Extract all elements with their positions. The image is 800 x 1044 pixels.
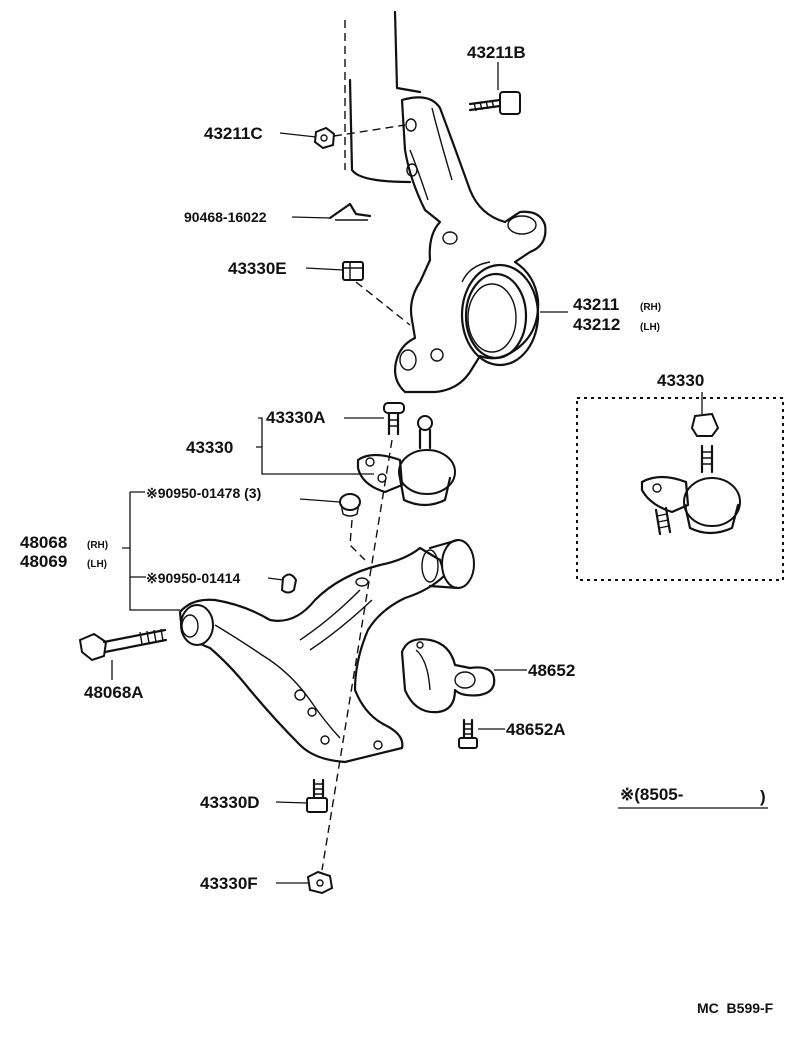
label-48069: 48069 [20,552,67,571]
ball-joint-inset [576,397,784,581]
nut-43330F-icon [306,870,334,895]
label-48069-side: (LH) [87,559,107,570]
bolt-43211B-icon [468,91,521,115]
stabilizer-bushing-icon [400,638,496,714]
plug-90950-01478-icon [339,493,366,561]
bolt-43330D-icon [306,778,328,813]
lower-control-arm [178,538,475,764]
leader-lines [111,62,768,884]
label-43330: 43330 [186,438,233,457]
steering-knuckle [393,96,547,394]
label-43211: 43211 [573,295,619,314]
label-48068A: 48068A [84,683,144,702]
bolt-48068A-icon [78,628,168,662]
label-43330E: 43330E [228,259,287,278]
plug-90950-01414-icon [280,573,298,594]
label-48652: 48652 [528,661,575,680]
ball-joint-43330 [356,402,456,507]
label-43211B: 43211B [467,43,526,62]
label-90950-01414: ※90950-01414 [146,570,240,586]
label-43330D: 43330D [200,793,260,812]
label-48068-side: (RH) [87,540,108,551]
label-48652A: 48652A [506,720,566,739]
nut-43330E-icon [342,261,411,326]
nut-43211C-icon [313,124,406,150]
production-note: ※(8505- [620,785,683,804]
label-90950-01478: ※90950-01478 (3) [146,485,261,501]
label-48068: 48068 [20,533,67,552]
label-43212-side: (LH) [640,322,660,333]
label-43212: 43212 [573,315,620,334]
label-43211C: 43211C [204,124,263,143]
label-90468-16022: 90468-16022 [184,209,267,225]
bolt-48652A-icon [458,718,478,749]
label-43330-inset: 43330 [657,371,704,390]
cotter-pin-icon [328,202,372,221]
assembly-axis-line [321,439,393,871]
label-43330F: 43330F [200,874,258,893]
label-43330A: 43330A [266,408,326,427]
strut-outline [344,10,422,184]
figure-code: MC B599-F [697,1000,774,1016]
production-note-close: ) [760,787,766,806]
label-43211-side: (RH) [640,302,661,313]
